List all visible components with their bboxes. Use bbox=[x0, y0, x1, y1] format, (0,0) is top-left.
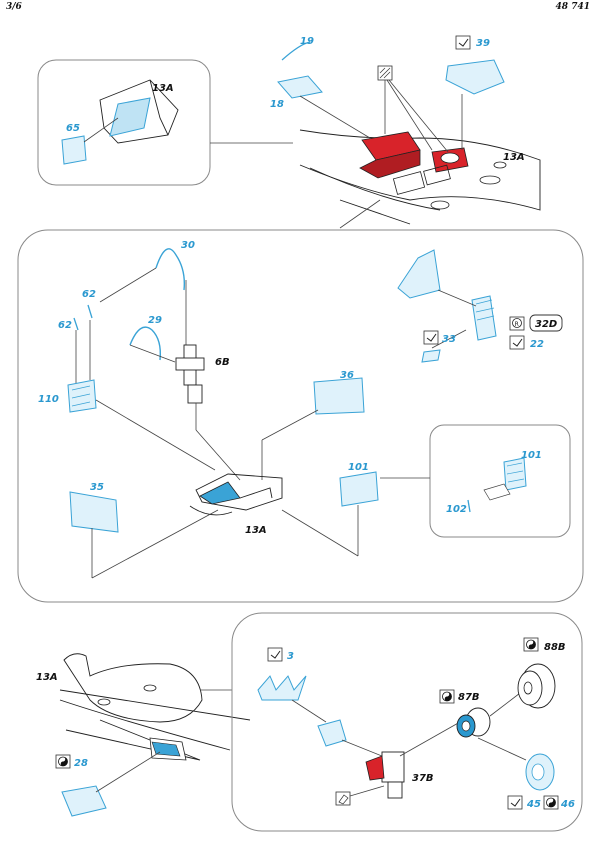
part-label-30: 30 bbox=[181, 240, 195, 251]
part-88b bbox=[517, 663, 556, 709]
part-label-46: 46 bbox=[560, 799, 575, 810]
part-label-88b: 88B bbox=[544, 642, 566, 653]
bottom-label-13a: 13A bbox=[36, 672, 58, 683]
checkmark-icon-22 bbox=[509, 335, 525, 350]
part-32d-box bbox=[529, 314, 563, 332]
part-18 bbox=[277, 75, 323, 99]
part-101 bbox=[339, 471, 379, 507]
part-35 bbox=[69, 491, 119, 533]
middle-section: 30 62 62 29 6B 110 36 bbox=[17, 229, 584, 603]
part-label-36: 36 bbox=[340, 370, 354, 381]
part-28 bbox=[61, 785, 107, 817]
part-label-3: 3 bbox=[287, 651, 294, 662]
part-label-65: 65 bbox=[66, 123, 80, 134]
part-39 bbox=[445, 59, 505, 95]
part-label-28: 28 bbox=[74, 758, 88, 769]
part-19 bbox=[281, 41, 311, 61]
part-label-101: 101 bbox=[348, 462, 369, 473]
part-label-102: 102 bbox=[446, 504, 467, 515]
inset-glazing bbox=[109, 97, 151, 137]
part-label-33: 33 bbox=[442, 334, 456, 345]
part-label-19: 19 bbox=[300, 36, 314, 47]
part-3 bbox=[257, 675, 307, 701]
bottom-section: 13A 28 3 37B bbox=[36, 612, 583, 832]
part-label-6b: 6B bbox=[215, 357, 230, 368]
part-36 bbox=[313, 377, 365, 415]
hull-deck bbox=[299, 129, 541, 211]
r-symbol: R bbox=[515, 321, 519, 328]
part-45-46 bbox=[525, 753, 555, 791]
part-label-18: 18 bbox=[270, 99, 284, 110]
part-87b bbox=[456, 707, 491, 738]
part-label-39: 39 bbox=[476, 38, 490, 49]
bottom-right-box bbox=[231, 612, 583, 832]
checkmark-icon-45 bbox=[507, 795, 523, 810]
checkmark-icon-33 bbox=[423, 330, 439, 345]
part-label-32d: 32D bbox=[535, 319, 557, 330]
part-label-62-lower: 62 bbox=[58, 320, 72, 331]
part-label-29: 29 bbox=[148, 315, 162, 326]
part-label-110: 110 bbox=[38, 394, 59, 405]
page-number: 3/6 bbox=[6, 2, 22, 12]
top-section: 13A 65 13A 19 18 39 bbox=[37, 35, 541, 229]
part-label-101-inset: 101 bbox=[521, 450, 542, 461]
set-number: 48 741 bbox=[555, 2, 590, 12]
part-102 bbox=[467, 499, 471, 513]
part-label-37b: 37B bbox=[412, 773, 434, 784]
main-label-13a: 13A bbox=[503, 152, 525, 163]
checkmark-icon bbox=[455, 35, 471, 50]
part-37b bbox=[365, 751, 405, 799]
part-label-22: 22 bbox=[530, 339, 544, 350]
part-62-lower bbox=[73, 317, 79, 331]
part-label-13a-center: 13A bbox=[245, 525, 267, 536]
hull-hatch-13a bbox=[189, 473, 283, 516]
part-65 bbox=[61, 135, 87, 165]
part-label-45: 45 bbox=[526, 799, 541, 810]
part-label-87b: 87B bbox=[458, 692, 480, 703]
middle-inset-box bbox=[429, 424, 571, 538]
top-inset-box bbox=[37, 59, 211, 186]
part-62-upper bbox=[87, 304, 93, 319]
part-bracket bbox=[397, 249, 441, 299]
part-33 bbox=[421, 349, 441, 363]
part-3-folded bbox=[317, 719, 347, 747]
part-30 bbox=[155, 248, 186, 291]
part-label-35: 35 bbox=[90, 482, 104, 493]
bottom-hull bbox=[63, 653, 203, 723]
part-label-62-upper: 62 bbox=[82, 289, 96, 300]
part-29 bbox=[129, 326, 162, 361]
checkmark-icon-3 bbox=[267, 647, 283, 662]
part-6b bbox=[175, 344, 205, 404]
inset-label-13a: 13A bbox=[152, 83, 174, 94]
middle-section-box bbox=[17, 229, 584, 603]
